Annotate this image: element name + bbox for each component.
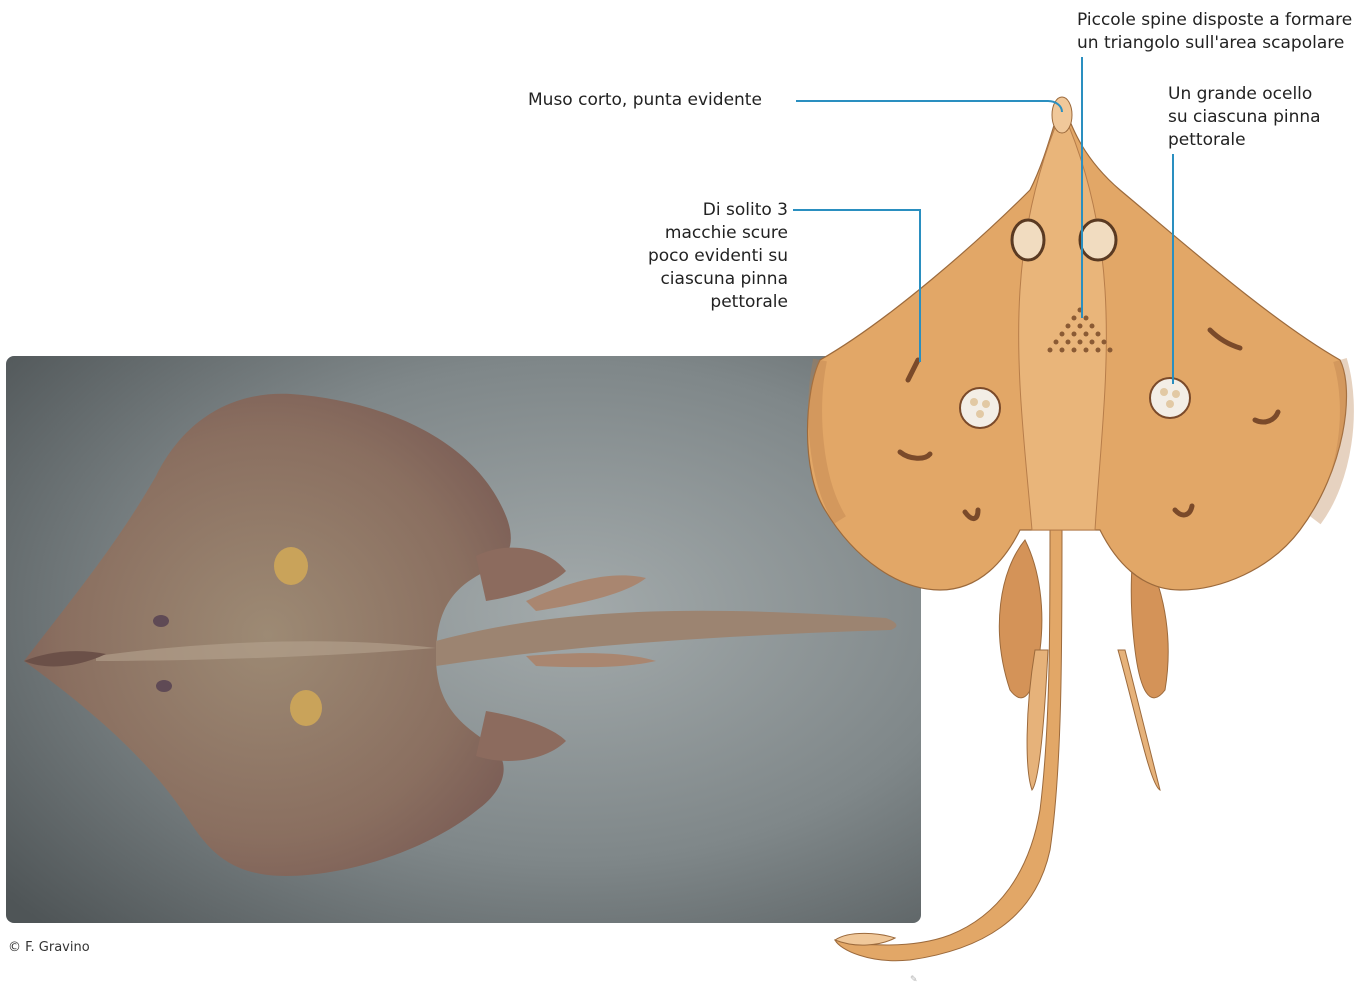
illustration-snout-tip [1052, 97, 1072, 133]
photo-ocellus-bottom [290, 690, 322, 726]
callout-ocellus-line-1: Un grande ocello [1168, 83, 1321, 106]
photo-eye-bottom [156, 680, 172, 692]
illustration-ocellus-right [1150, 378, 1190, 418]
callout-snout: Muso corto, punta evidente [528, 89, 762, 112]
callout-spines-line-2: un triangolo sull'area scapolare [1077, 32, 1352, 55]
illustration-ocellus-left [960, 388, 1000, 428]
callout-spots-line-4: ciascuna pinna [600, 268, 788, 291]
illustration-eye-right [1080, 220, 1116, 260]
illustration-tail-tip [835, 933, 895, 945]
callout-spots-line-3: poco evidenti su [600, 245, 788, 268]
callout-ocellus-line-2: su ciascuna pinna [1168, 106, 1321, 129]
callout-spots-line-2: macchie scure [600, 222, 788, 245]
illustration-signature: ✎ [910, 975, 918, 985]
photo-ocellus-top [274, 547, 308, 585]
callout-spines: Piccole spine disposte a formare un tria… [1077, 9, 1352, 55]
callout-ocellus: Un grande ocello su ciascuna pinna petto… [1168, 83, 1321, 152]
callout-spots: Di solito 3 macchie scure poco evidenti … [600, 199, 788, 314]
callout-ocellus-line-3: pettorale [1168, 129, 1321, 152]
callout-spines-line-1: Piccole spine disposte a formare [1077, 9, 1352, 32]
callout-spots-line-1: Di solito 3 [600, 199, 788, 222]
photo-credit: © F. Gravino [8, 940, 90, 955]
callout-spots-line-5: pettorale [600, 291, 788, 314]
ray-illustration [800, 90, 1370, 991]
photo-eye-top [153, 615, 169, 627]
illustration-eye-left [1012, 220, 1044, 260]
ray-photograph [6, 356, 921, 923]
callout-snout-line-1: Muso corto, punta evidente [528, 89, 762, 112]
